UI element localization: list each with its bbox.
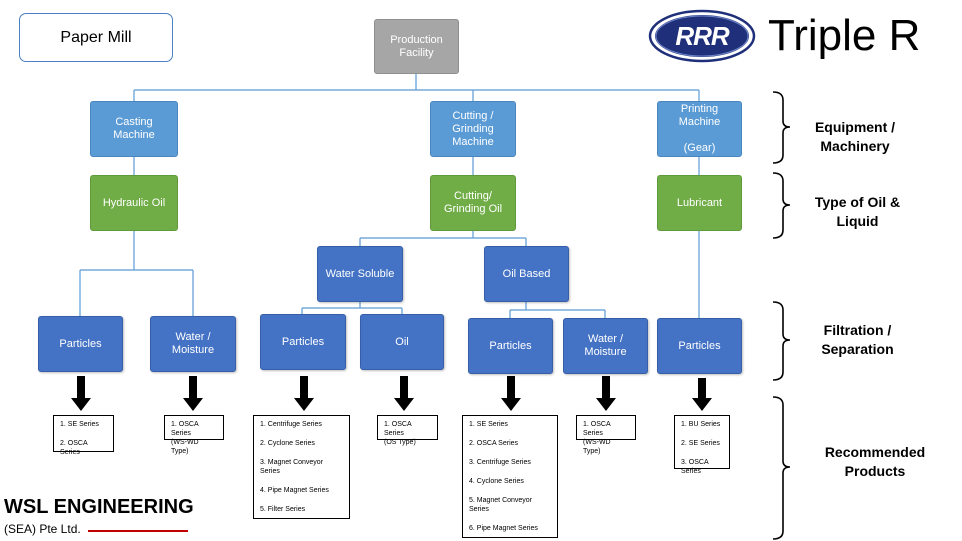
node-filter-particles-3: Particles: [468, 318, 553, 374]
wsl-company-sub: (SEA) Pte Ltd.: [4, 522, 81, 536]
product-item: 4. Pipe Magnet Series: [260, 487, 329, 494]
row-label-products: Recommended Products: [824, 444, 926, 479]
product-item: 2. SE Series: [681, 440, 720, 447]
product-item: 3. OSCA Series: [681, 459, 709, 475]
brand-logo: RRR: [648, 8, 756, 64]
brand-name: Triple R: [768, 11, 921, 60]
product-item: 2. OSCA Series: [469, 440, 519, 447]
product-item: 6. Pipe Magnet Series: [469, 525, 538, 532]
down-arrow-icon: [294, 376, 314, 411]
product-list-6: 1. OSCA Series (WS-WD Type): [576, 415, 636, 455]
bracket-products: [772, 396, 791, 540]
node-lubricant: Lubricant: [657, 175, 742, 231]
node-hydraulic-oil: Hydraulic Oil: [90, 175, 178, 231]
product-list-4: 1. OSCA Series (OS Type): [377, 415, 438, 446]
node-cutting-grinding-machine: Cutting / Grinding Machine: [430, 101, 516, 157]
node-production-facility: Production Facility: [374, 19, 459, 74]
product-item: 5. Filter Series: [260, 506, 306, 513]
node-oil-based: Oil Based: [484, 246, 569, 302]
product-item: 1. SE Series: [469, 421, 508, 428]
down-arrow-icon: [71, 376, 91, 411]
product-item: 3. Centrifuge Series: [469, 459, 531, 466]
wsl-red-underline: [88, 530, 188, 532]
product-list-2: 1. OSCA Series (WS-WD Type): [164, 415, 224, 455]
title-text: Paper Mill: [60, 28, 132, 46]
node-printing-machine: Printing Machine (Gear): [657, 101, 742, 157]
row-label-oil-type: Type of Oil & Liquid: [814, 194, 901, 229]
down-arrow-icon: [692, 378, 712, 411]
product-list-5: 1. SE Series 2. OSCA Series 3. Centrifug…: [462, 415, 558, 538]
product-list-3: 1. Centrifuge Series 2. Cyclone Series 3…: [253, 415, 350, 519]
title-box: Paper Mill: [19, 13, 173, 62]
product-list-7: 1. BU Series 2. SE Series 3. OSCA Series: [674, 415, 730, 475]
node-filter-water-moisture-1: Water / Moisture: [150, 316, 236, 372]
node-cutting-grinding-oil: Cutting/ Grinding Oil: [430, 175, 516, 231]
row-label-filtration: Filtration / Separation: [821, 322, 894, 357]
rrr-logo-icon: [648, 9, 756, 63]
node-filter-oil: Oil: [360, 314, 444, 370]
row-label-equipment: Equipment / Machinery: [814, 119, 896, 154]
product-item: 1. OSCA Series (WS-WD Type): [171, 421, 199, 455]
product-item: 2. Cyclone Series: [260, 440, 315, 447]
bracket-filtration: [772, 301, 791, 381]
down-arrow-icon: [501, 376, 521, 411]
product-list-1: 1. SE Series 2. OSCA Series: [53, 415, 114, 456]
product-item: 1. OSCA Series (OS Type): [384, 421, 416, 446]
node-casting-machine: Casting Machine: [90, 101, 178, 157]
product-item: 1. OSCA Series (WS-WD Type): [583, 421, 611, 455]
down-arrow-icon: [596, 376, 616, 411]
product-item: 1. BU Series: [681, 421, 721, 428]
bracket-oil-type: [772, 172, 791, 239]
bracket-equipment: [772, 91, 791, 164]
product-item: 4. Cyclone Series: [469, 478, 524, 485]
product-item: 1. SE Series: [60, 421, 99, 428]
product-item: 5. Magnet Conveyor Series: [469, 497, 533, 513]
product-item: 1. Centrifuge Series: [260, 421, 322, 428]
down-arrow-icon: [183, 376, 203, 411]
node-water-soluble: Water Soluble: [317, 246, 403, 302]
wsl-company-name: WSL ENGINEERING: [4, 496, 194, 518]
product-item: 2. OSCA Series: [60, 440, 88, 456]
node-filter-particles-1: Particles: [38, 316, 123, 372]
node-filter-water-moisture-2: Water / Moisture: [563, 318, 648, 374]
node-filter-particles-2: Particles: [260, 314, 346, 370]
node-filter-particles-4: Particles: [657, 318, 742, 374]
product-item: 3. Magnet Conveyor Series: [260, 459, 324, 475]
brand-logo-text: RRR: [675, 21, 729, 51]
down-arrow-icon: [394, 376, 414, 411]
